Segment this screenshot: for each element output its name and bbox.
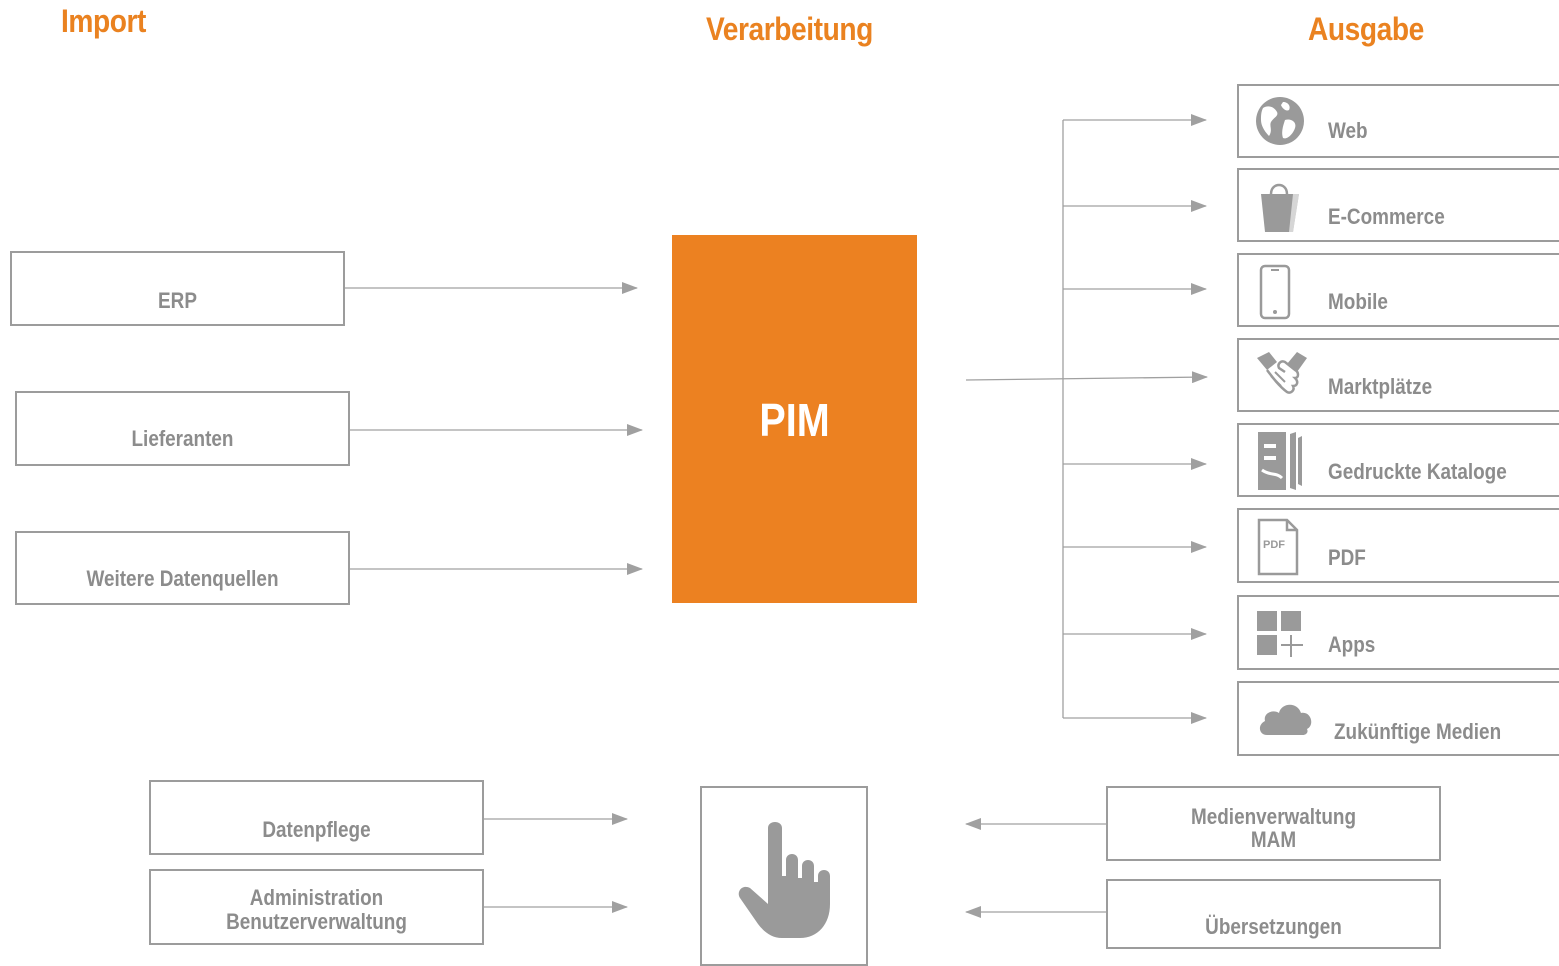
label-administration: Administration — [249, 885, 384, 910]
catalog-icon — [1258, 432, 1302, 490]
box-uebersetzungen: Übersetzungen — [1106, 879, 1441, 949]
output-label-marktplaetze: Marktplätze — [1328, 374, 1433, 399]
output-label-zukunft: Zukünftige Medien — [1334, 719, 1502, 744]
output-box-pdf: PDF PDF — [1237, 508, 1559, 583]
output-label-ecommerce: E-Commerce — [1328, 204, 1445, 229]
output-box-apps: Apps — [1237, 595, 1559, 670]
import-box-erp: ERP — [10, 251, 345, 326]
output-box-ecommerce: E-Commerce — [1237, 168, 1559, 242]
label-uebersetzungen: Übersetzungen — [1205, 914, 1342, 939]
import-box-datenquellen: Weitere Datenquellen — [15, 531, 350, 605]
svg-text:PDF: PDF — [1263, 539, 1285, 551]
handshake-icon — [1257, 352, 1307, 394]
output-heading: Ausgabe — [1308, 11, 1424, 47]
import-heading: Import — [61, 3, 146, 39]
pdf-file-icon: PDF — [1257, 518, 1299, 576]
import-box-lieferanten: Lieferanten — [15, 391, 350, 466]
import-label-datenquellen: Weitere Datenquellen — [86, 566, 279, 591]
globe-icon — [1256, 97, 1304, 145]
output-box-zukunft: Zukünftige Medien — [1237, 681, 1559, 756]
output-label-mobile: Mobile — [1328, 289, 1388, 314]
processing-heading: Verarbeitung — [706, 11, 873, 47]
apps-grid-icon — [1257, 611, 1303, 657]
box-datenpflege: Datenpflege — [149, 780, 484, 855]
smartphone-icon — [1259, 264, 1291, 320]
shopping-bag-icon — [1261, 183, 1299, 232]
pim-block: PIM — [672, 235, 917, 603]
output-label-web: Web — [1328, 118, 1368, 143]
pointing-hand-icon — [738, 822, 830, 938]
output-box-web: Web — [1237, 84, 1559, 158]
output-label-pdf: PDF — [1328, 545, 1366, 570]
box-mam: Medienverwaltung MAM — [1106, 786, 1441, 861]
cloud-icon — [1259, 704, 1312, 735]
pim-label: PIM — [759, 394, 830, 446]
label-datenpflege: Datenpflege — [262, 817, 371, 842]
output-label-kataloge: Gedruckte Kataloge — [1328, 459, 1507, 484]
label-benutzerverwaltung: Benutzerverwaltung — [226, 909, 407, 934]
import-label-erp: ERP — [158, 288, 197, 313]
label-mam: MAM — [1250, 827, 1297, 852]
arrow-pim-to-output — [965, 371, 1208, 384]
box-user-interaction — [700, 786, 868, 966]
import-label-lieferanten: Lieferanten — [131, 426, 234, 451]
box-administration: Administration Benutzerverwaltung — [149, 869, 484, 945]
output-box-mobile: Mobile — [1237, 253, 1559, 327]
output-box-kataloge: Gedruckte Kataloge — [1237, 423, 1559, 497]
output-label-apps: Apps — [1328, 632, 1376, 657]
output-box-marktplaetze: Marktplätze — [1237, 338, 1559, 412]
label-medienverwaltung: Medienverwaltung — [1190, 804, 1357, 829]
